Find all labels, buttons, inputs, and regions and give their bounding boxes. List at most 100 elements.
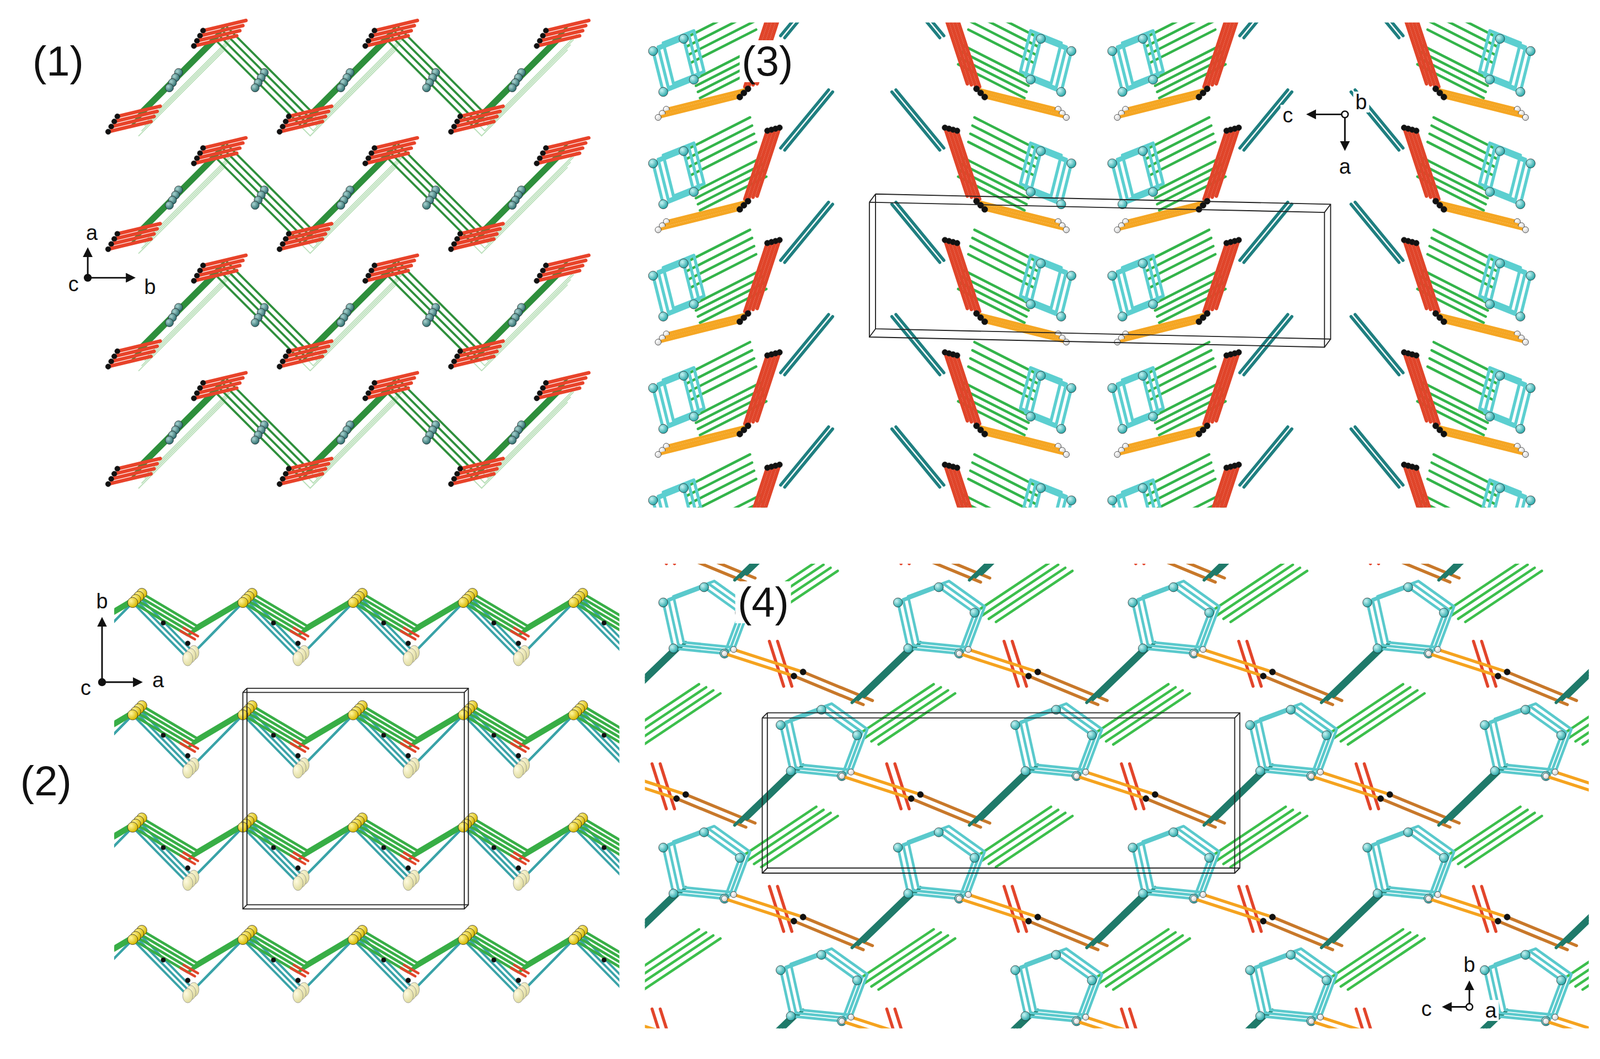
structure-part — [1021, 1011, 1031, 1021]
structure-part — [1114, 226, 1121, 233]
structure-part — [245, 599, 357, 632]
structure-part — [957, 355, 980, 424]
structure-part — [568, 821, 579, 832]
structure-part — [1092, 645, 1150, 700]
structure-part — [457, 231, 464, 237]
structure-part — [365, 155, 372, 161]
structure-part — [645, 893, 674, 948]
structure-part — [1245, 720, 1255, 730]
structure-part — [838, 772, 845, 780]
structure-part — [362, 593, 473, 626]
structure-part — [1269, 914, 1276, 920]
structure-part — [1504, 668, 1511, 675]
structure-part — [165, 436, 174, 445]
structure-part — [286, 113, 292, 120]
structure-part — [1458, 567, 1535, 619]
structure-part — [200, 379, 206, 386]
structure-part — [1344, 114, 1346, 149]
structure-part — [135, 936, 246, 969]
structure-part — [984, 209, 1067, 230]
structure-part — [954, 893, 964, 904]
structure-part — [1322, 975, 1332, 985]
structure-part — [396, 25, 483, 112]
structure-part — [1495, 371, 1505, 381]
structure-part — [648, 158, 658, 169]
structure-part — [237, 933, 249, 945]
structure-part — [720, 648, 730, 659]
structure-part — [1117, 371, 1159, 425]
structure-part — [368, 267, 375, 274]
structure-part — [1112, 151, 1153, 204]
structure-part — [180, 855, 196, 864]
structure-part — [491, 620, 497, 625]
structure-part — [138, 820, 250, 854]
structure-part — [1112, 38, 1153, 92]
structure-part — [1107, 495, 1118, 506]
structure-part — [800, 668, 807, 675]
structure-part — [1443, 806, 1521, 858]
structure-part — [250, 83, 260, 93]
structure-part — [648, 46, 658, 56]
structure-part — [219, 270, 305, 357]
structure-part — [1155, 501, 1222, 508]
structure-part — [957, 22, 980, 88]
structure-part — [1066, 158, 1077, 169]
structure-part — [679, 258, 689, 268]
structure-part — [1138, 371, 1148, 381]
structure-part — [1207, 353, 1231, 423]
structure-part — [1350, 428, 1399, 488]
structure-part — [114, 113, 121, 120]
structure-part — [1138, 643, 1148, 653]
structure-part — [108, 238, 152, 250]
structure-part — [1362, 842, 1373, 852]
structure-part — [652, 1008, 667, 1028]
structure-part — [1367, 831, 1444, 899]
structure-part — [969, 852, 980, 863]
structure-part — [895, 314, 944, 373]
structure-part — [336, 83, 346, 93]
structure-part — [1355, 426, 1404, 486]
structure-part — [908, 795, 915, 802]
axis-label: b — [1461, 953, 1478, 975]
structure-part — [1255, 1011, 1265, 1021]
structure-part — [668, 828, 745, 895]
structure-part — [347, 933, 359, 945]
structure-part — [182, 876, 193, 891]
structure-part — [892, 428, 941, 488]
structure-part — [573, 827, 620, 860]
structure-part — [405, 753, 411, 759]
structure-part — [1216, 564, 1293, 616]
structure-part — [365, 38, 372, 44]
structure-part — [1152, 495, 1220, 508]
structure-part — [451, 241, 458, 248]
structure-part — [780, 202, 829, 261]
structure-part — [1230, 570, 1308, 622]
structure-part — [1522, 339, 1529, 346]
structure-part — [537, 155, 543, 161]
structure-part — [1107, 271, 1118, 281]
structure-part — [1168, 827, 1179, 837]
structure-part — [1025, 917, 1032, 924]
structure-part — [1087, 730, 1097, 740]
structure-part — [1190, 650, 1197, 657]
structure-part — [679, 483, 689, 493]
structure-part — [194, 153, 238, 164]
structure-part — [1504, 668, 1511, 675]
structure-part — [219, 388, 305, 475]
structure-part — [194, 388, 238, 399]
structure-part — [114, 714, 133, 748]
structure-part — [216, 40, 302, 127]
structure-part — [111, 119, 117, 125]
structure-part — [841, 1020, 912, 1028]
structure-part — [1269, 913, 1276, 920]
structure-part — [895, 202, 944, 261]
structure-part — [451, 358, 458, 365]
structure-part — [405, 977, 411, 983]
structure-part — [1465, 815, 1543, 867]
structure-part — [682, 791, 689, 798]
structure-part — [135, 599, 246, 632]
structure-part — [1098, 931, 1176, 984]
structure-part — [466, 711, 577, 744]
structure-part — [513, 988, 524, 1003]
structure-part — [1317, 768, 1324, 775]
